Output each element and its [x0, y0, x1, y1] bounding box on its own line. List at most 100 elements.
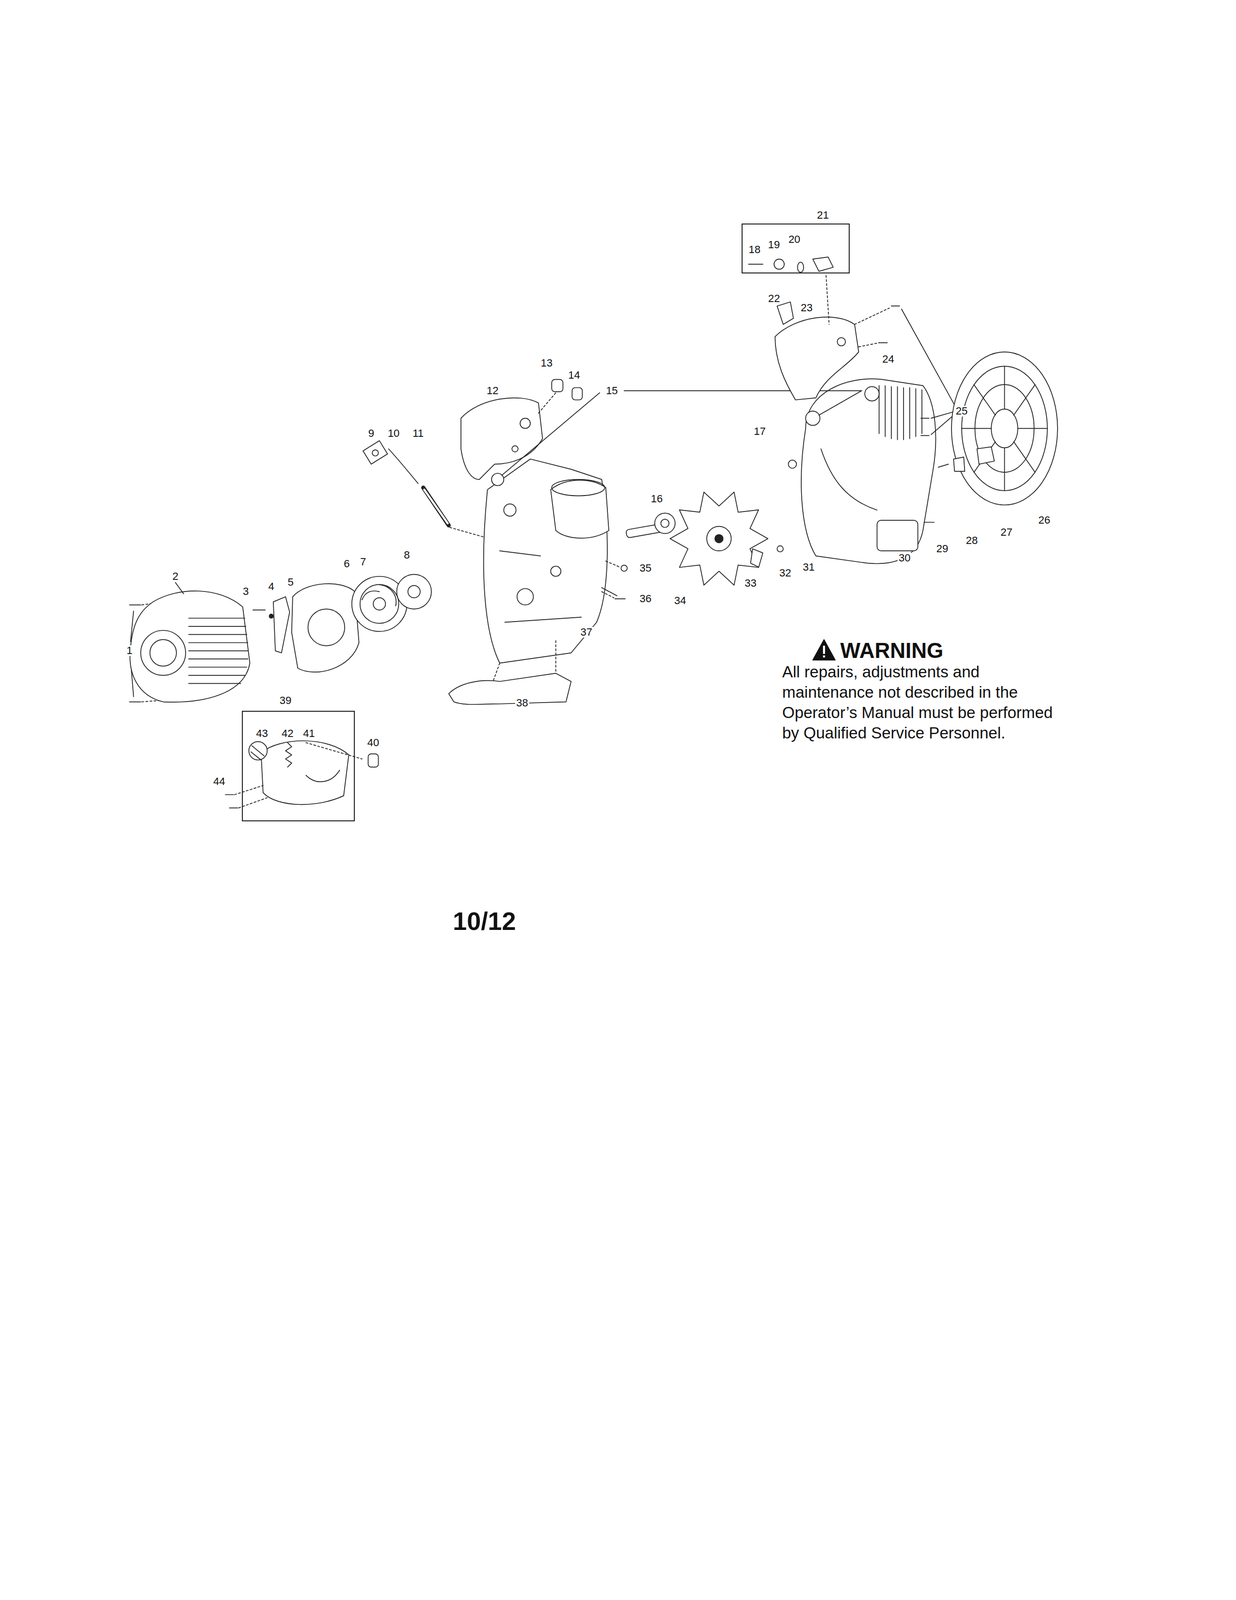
callout-number: 26: [1037, 514, 1051, 526]
handle: [776, 301, 794, 325]
callout-number: 13: [539, 357, 554, 369]
recoil-cover: [129, 590, 250, 702]
impeller: [714, 534, 724, 543]
switch-parts: [748, 263, 763, 265]
callout-number: 31: [801, 561, 816, 573]
handle: [775, 275, 890, 400]
recoil-cover: [140, 630, 186, 676]
callout-number: 28: [965, 535, 979, 546]
callout-number: 16: [649, 493, 664, 505]
fan-housing: [801, 378, 936, 564]
screw: [225, 794, 238, 808]
callout-number: 5: [286, 576, 295, 588]
guide-plate: [273, 596, 290, 653]
leader-line: [501, 390, 862, 476]
starter-pulley: [360, 584, 399, 624]
callout-number: 36: [638, 593, 653, 604]
knob: [571, 387, 583, 400]
callout-number: 38: [515, 697, 529, 709]
callout-number: 41: [301, 728, 316, 739]
gasket-and-line: [424, 489, 448, 523]
starter-pulley: [362, 584, 397, 606]
starter-housing: [307, 608, 345, 646]
throttle-parts: [248, 741, 268, 761]
throttle-parts: [251, 745, 265, 760]
screw: [901, 309, 955, 435]
fan-housing: [801, 378, 936, 564]
callout-number: 25: [954, 405, 969, 417]
knob: [551, 379, 583, 400]
callout-number: 9: [367, 427, 376, 439]
handle-cover: [520, 418, 531, 429]
washer: [396, 574, 432, 610]
grip: [448, 673, 571, 705]
recoil-cover: [129, 582, 250, 702]
screw: [879, 305, 955, 436]
screw: [879, 305, 930, 436]
callout-number: 42: [280, 728, 295, 739]
callout-number: 17: [752, 426, 767, 437]
knob: [551, 379, 563, 392]
callout-number: 33: [743, 577, 758, 589]
callout-number: 3: [241, 586, 250, 597]
handle: [837, 337, 846, 346]
switch-parts: [797, 262, 804, 273]
small-parts: [750, 548, 763, 568]
main-housing: [550, 479, 609, 538]
screw: [234, 785, 268, 808]
callout-number: 2: [171, 570, 180, 582]
gasket-and-line: [363, 440, 388, 464]
recoil-cover: [175, 582, 184, 594]
switch-parts: [812, 256, 834, 271]
warning-icon: [823, 645, 825, 654]
nut-and-screw: [601, 560, 628, 599]
throttle-parts: [285, 742, 292, 767]
callout-number: 24: [881, 353, 895, 365]
intake-grille: [961, 365, 1048, 491]
pin-and-washer: [625, 512, 676, 538]
intake-grille: [951, 351, 1058, 506]
warning-icon: [812, 639, 836, 660]
callout-number: 8: [402, 549, 411, 561]
handle-cover: [538, 392, 556, 413]
callout-number: 43: [254, 728, 269, 739]
callout-number: 7: [359, 556, 367, 568]
fan-housing: [805, 411, 820, 426]
main-housing: [601, 587, 618, 596]
fan-housing: [879, 385, 922, 440]
screw: [253, 609, 266, 611]
gasket-and-line: [372, 449, 379, 457]
intake-grille: [951, 351, 1058, 506]
callout-number: 14: [567, 369, 581, 381]
impeller: [706, 526, 731, 551]
small-parts: [938, 463, 949, 467]
callout-number: 10: [386, 427, 401, 439]
main-housing: [483, 459, 618, 664]
recoil-cover: [149, 639, 177, 666]
intake-grille: [961, 365, 1048, 491]
warning-icon: [823, 655, 825, 658]
gasket-and-line: [449, 527, 490, 539]
group-callout-number: 21: [816, 209, 830, 221]
small-parts: [923, 446, 995, 523]
main-housing: [550, 566, 561, 577]
main-housing: [503, 503, 516, 516]
callout-number: 15: [604, 385, 619, 397]
pin-and-washer: [654, 512, 676, 534]
guide-plate: [273, 596, 290, 653]
callout-number: 23: [799, 302, 814, 314]
impeller: [669, 491, 768, 586]
callout-number: 35: [638, 562, 653, 574]
switch-parts: [774, 258, 785, 270]
callout-number: 30: [897, 552, 912, 564]
parts-group-box: 39434241: [241, 710, 356, 821]
leader-line: [624, 390, 862, 415]
warning-icon: [812, 639, 836, 660]
fan-housing: [876, 520, 918, 551]
nut-and-screw: [615, 598, 626, 600]
callout-number: 19: [767, 239, 781, 251]
small-parts: [977, 446, 995, 465]
pin-and-washer: [660, 519, 669, 528]
